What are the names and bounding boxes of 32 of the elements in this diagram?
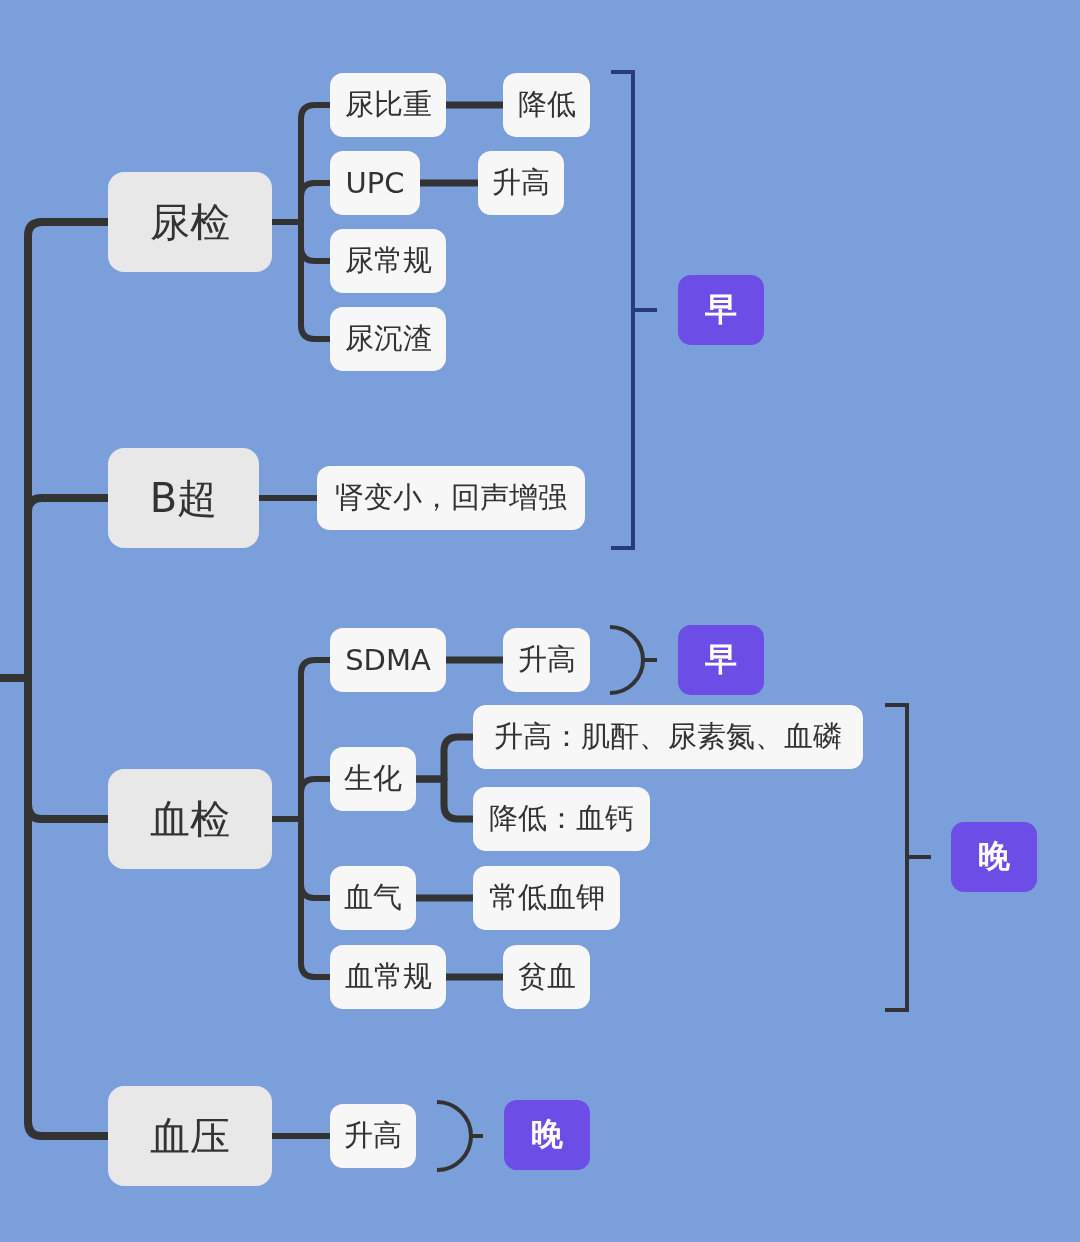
topic-box: B超 [108,448,259,548]
subtopic-box: 血气 [330,866,416,930]
subtopic-box: SDMA [330,628,446,692]
connector-line [272,1133,330,1139]
subtopic-box: 肾变小，回声增强 [317,466,585,530]
subtopic-box: 降低 [503,73,590,137]
connector-line [446,973,503,981]
subtopic-box: 升高 [330,1104,416,1168]
subtopic-box: 尿比重 [330,73,446,137]
subtopic-box: 升高 [478,151,564,215]
subtopic-box: UPC [330,151,420,215]
connector-line [420,179,478,187]
subtopic-box: 贫血 [503,945,590,1009]
subtopic-box: 尿常规 [330,229,446,293]
summary-box: 晚 [504,1100,590,1170]
topic-box: 血压 [108,1086,272,1186]
connector-line [416,894,473,902]
summary-box: 早 [678,625,764,695]
summary-box: 早 [678,275,764,345]
subtopic-box: 尿沉渣 [330,307,446,371]
subtopic-box: 血常规 [330,945,446,1009]
subtopic-box: 降低：血钙 [473,787,650,851]
subtopic-box: 升高：肌酐、尿素氮、血磷 [473,705,863,769]
connector-line [446,656,503,664]
topic-box: 血检 [108,769,272,869]
connector-line [259,495,317,501]
subtopic-box: 常低血钾 [473,866,620,930]
topic-box: 尿检 [108,172,272,272]
subtopic-box: 生化 [330,747,416,811]
subtopic-box: 升高 [503,628,590,692]
connector-line [446,101,503,109]
summary-box: 晚 [951,822,1037,892]
